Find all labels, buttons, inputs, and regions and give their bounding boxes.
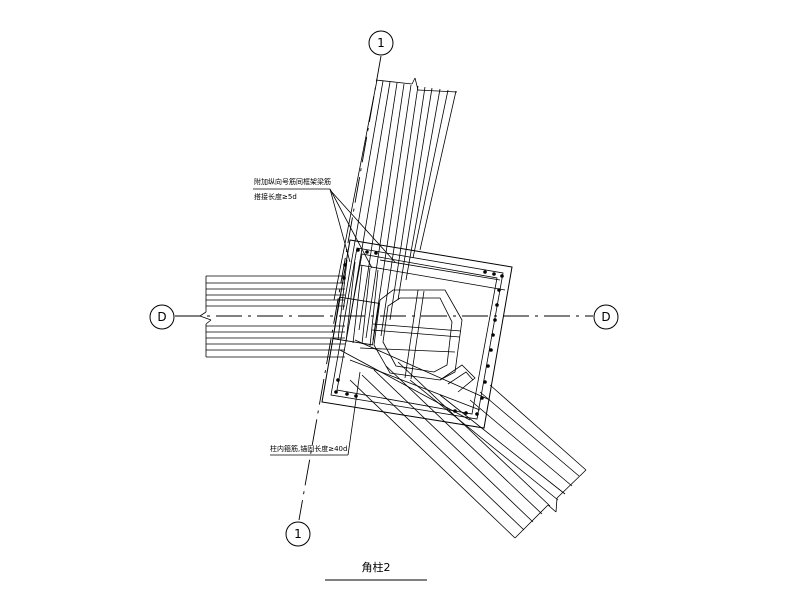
axis-bubble-left-label: D bbox=[157, 310, 166, 324]
leader-lines bbox=[253, 188, 373, 456]
axis-line-1 bbox=[298, 55, 382, 521]
left-beam-rebars bbox=[199, 275, 345, 358]
upper-note-line2: 搭接长度≥5d bbox=[254, 192, 297, 201]
axis-bubble-bottom[interactable]: 1 bbox=[285, 521, 311, 547]
lower-right-beam-rebars bbox=[349, 361, 587, 539]
axis-bubble-top[interactable]: 1 bbox=[368, 30, 394, 56]
column-stirrup-outer bbox=[330, 247, 504, 420]
axis-bubble-top-label: 1 bbox=[377, 36, 385, 50]
axis-bubble-right-label: D bbox=[601, 310, 610, 324]
lower-note: 柱内箍筋,锚固长度≥40d bbox=[270, 444, 347, 453]
axis-bubble-right[interactable]: D bbox=[593, 304, 619, 330]
axis-bubble-left[interactable]: D bbox=[149, 304, 175, 330]
upper-note-line1: 附加纵向号筋同框架梁筋 bbox=[254, 177, 331, 186]
column-section bbox=[321, 189, 513, 429]
column-outline bbox=[321, 239, 513, 429]
column-stirrup-inner bbox=[336, 253, 498, 415]
top-beam-rebars bbox=[333, 77, 458, 341]
inner-hoop-inner bbox=[382, 297, 453, 373]
drawing-title: 角柱2 bbox=[362, 560, 391, 574]
axis-bubble-bottom-label: 1 bbox=[294, 527, 302, 541]
inner-hoop bbox=[373, 289, 463, 381]
